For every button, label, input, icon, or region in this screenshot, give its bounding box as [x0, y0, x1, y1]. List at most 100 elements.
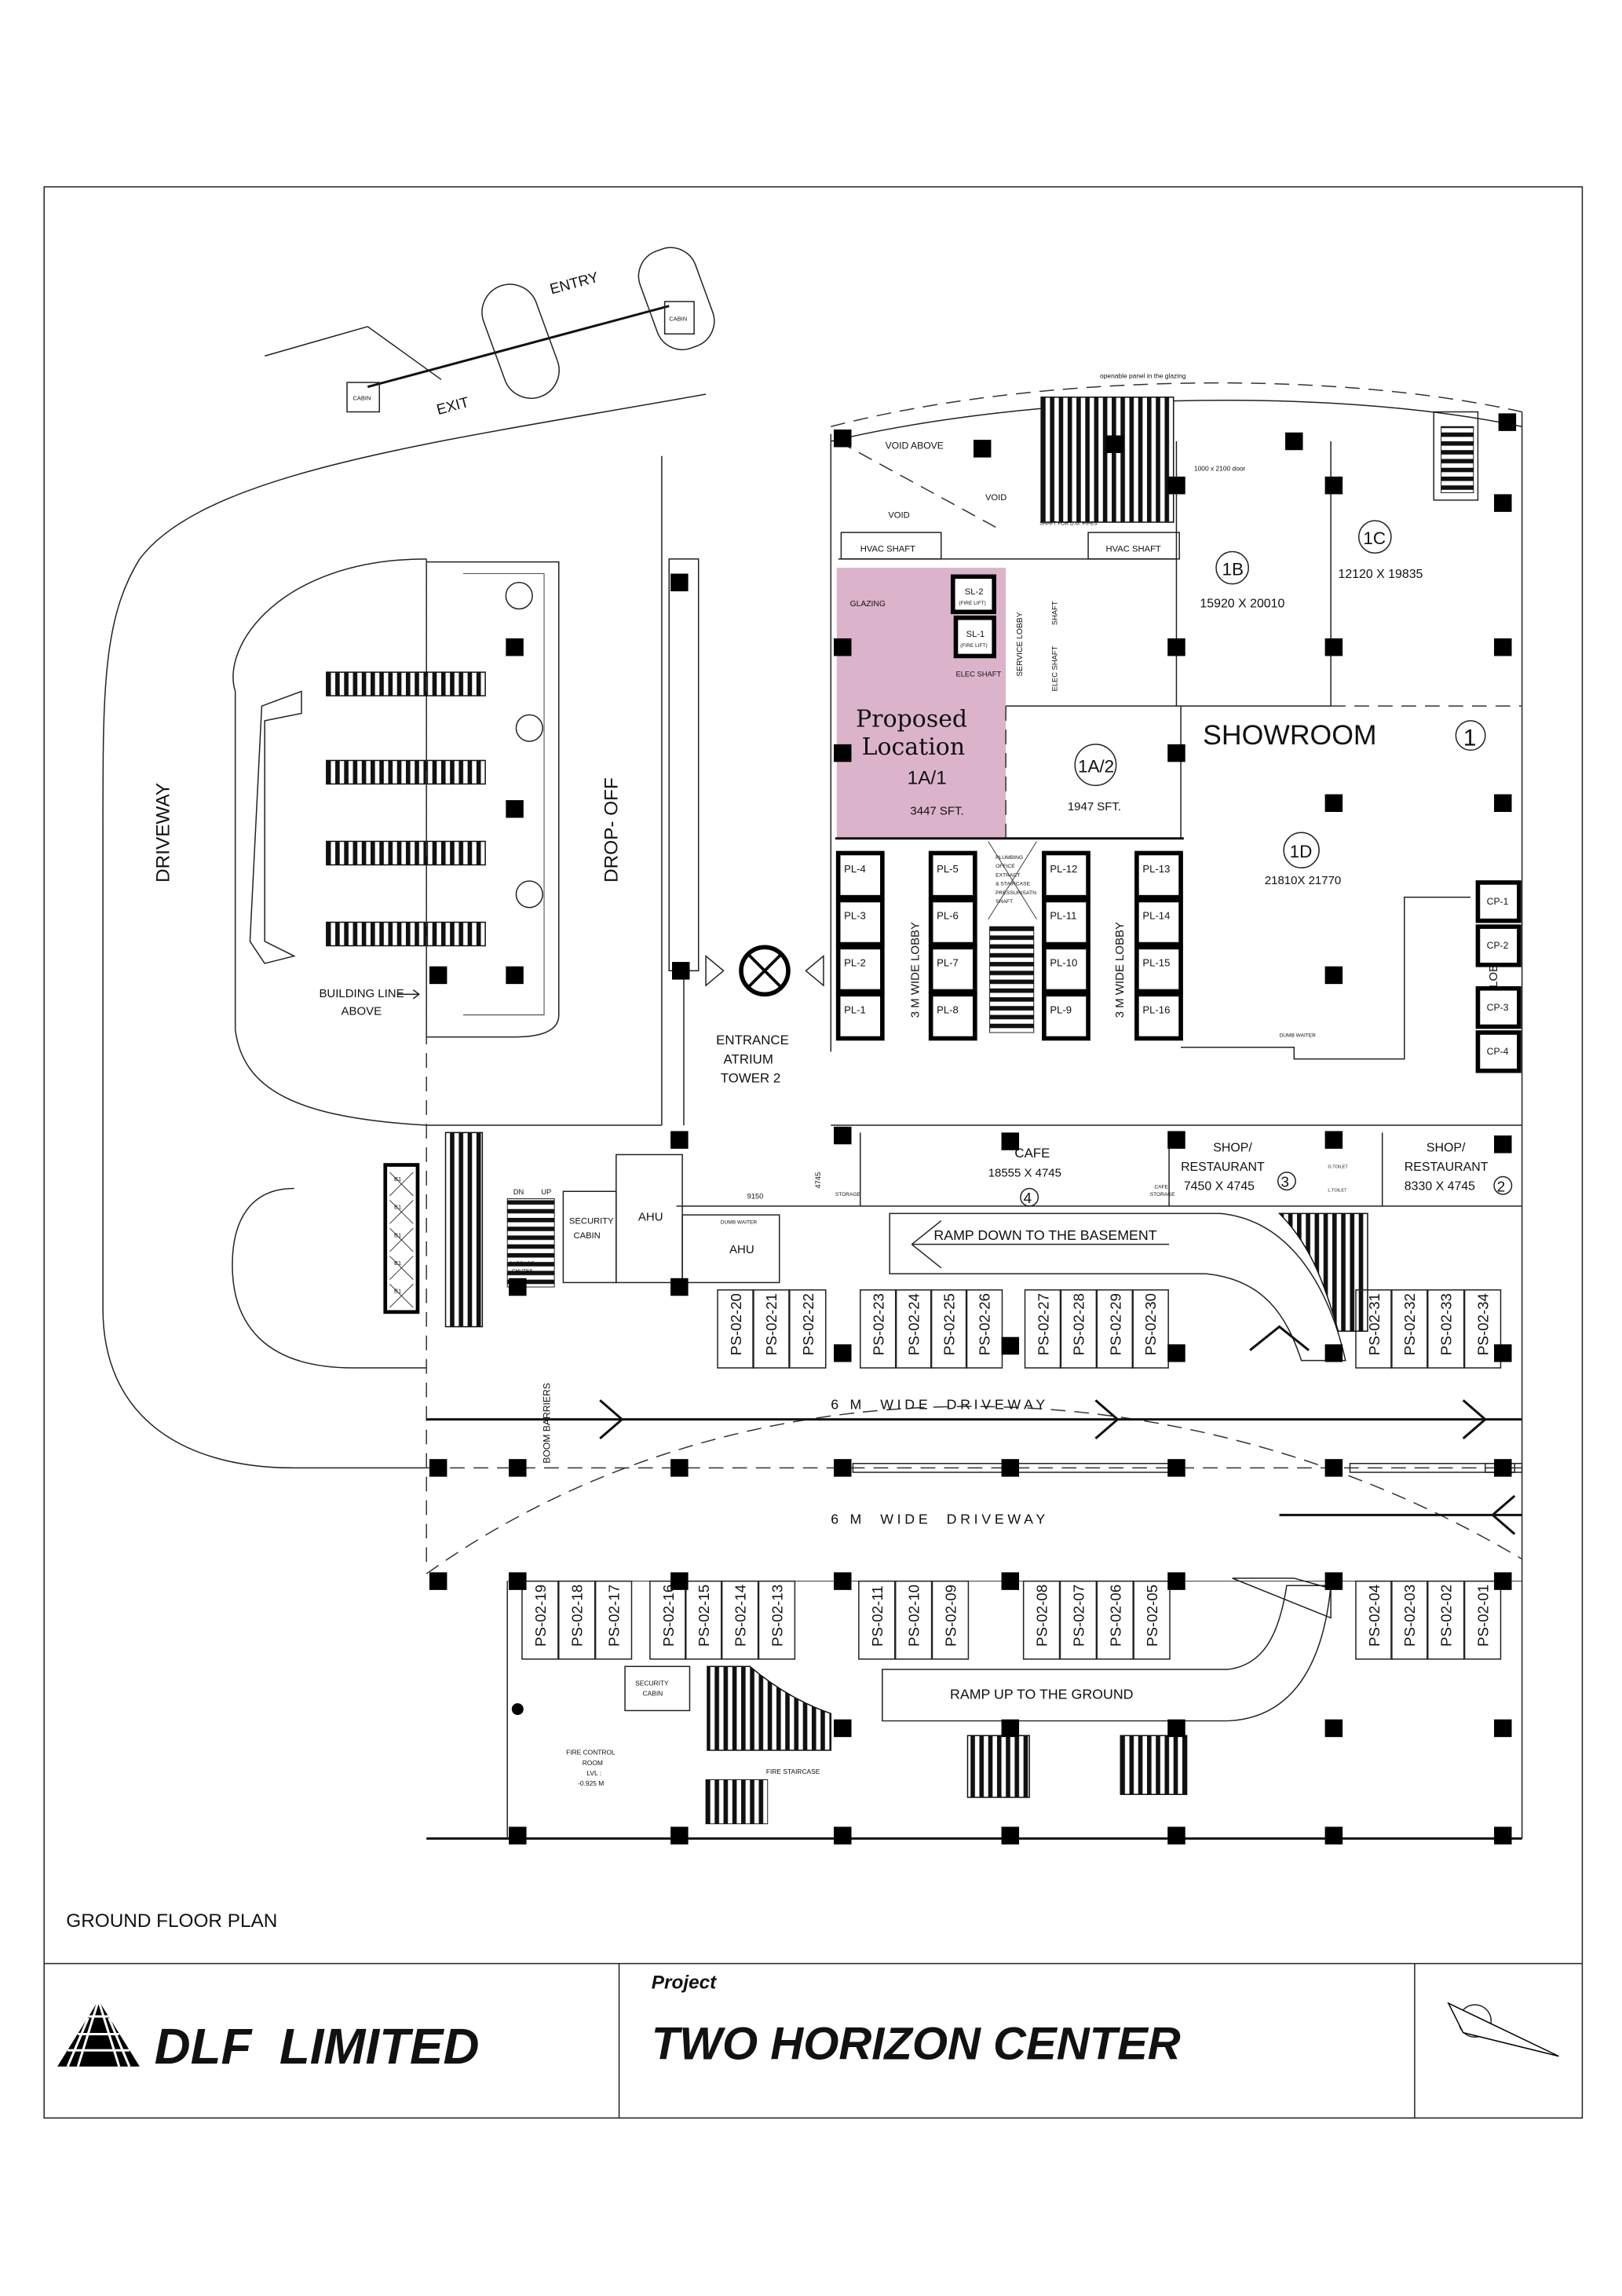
column: [1001, 1572, 1020, 1590]
parking-bay: [1059, 1580, 1098, 1660]
cabin-label: CABIN: [669, 315, 687, 322]
lift-sl1-label: SL-1: [966, 630, 985, 639]
cabin-label: CABIN: [353, 395, 371, 402]
parking-bay-label: PS-02-06: [1107, 1585, 1123, 1647]
column: [973, 440, 992, 458]
column: [670, 1826, 689, 1844]
retail-row: CAFE 18555 X 4745 4 SHOP/ RESTAURANT 745…: [835, 1132, 1513, 1207]
unit-1d: 1D 21810X 21770: [1181, 832, 1471, 1060]
parking-bay-label: PS-02-34: [1475, 1293, 1492, 1355]
lift-car: [1042, 992, 1090, 1041]
column: [1001, 1826, 1020, 1844]
parking-bay: [789, 1289, 827, 1369]
parking-bay-label: PS-02-01: [1475, 1585, 1492, 1647]
ahu-label: AHU: [729, 1243, 754, 1256]
parking-bay-label: PS-02-30: [1142, 1293, 1159, 1355]
column: [1494, 1135, 1512, 1153]
column: [1324, 794, 1343, 813]
void-above-label: VOID ABOVE: [886, 440, 944, 451]
unit-area: 1947 SFT.: [1068, 800, 1121, 813]
unit-id: 1A/1: [908, 767, 947, 788]
parking-bay: [752, 1289, 790, 1369]
storage-label: STORAGE: [835, 1192, 861, 1197]
parking-bay-label: PS-02-15: [696, 1585, 712, 1647]
column: [1001, 1459, 1020, 1477]
parking-bay: [1390, 1580, 1428, 1660]
column: [1167, 476, 1185, 495]
parking-bay: [1059, 1289, 1098, 1369]
lift-car: [1134, 898, 1183, 947]
security-cabin-label: SECURITY: [635, 1680, 669, 1687]
column: [1285, 432, 1303, 451]
lift-car: [928, 945, 977, 994]
lift-car: [1134, 945, 1183, 994]
ramp-down-label: RAMP DOWN TO THE BASEMENT: [933, 1227, 1156, 1243]
parking-bay-label: PS-02-28: [1070, 1293, 1087, 1355]
lift-car: [1134, 992, 1183, 1041]
lift-label: PL-8: [937, 1004, 959, 1016]
dlf-logo: [57, 2000, 140, 2067]
project-label: Project: [652, 1972, 717, 1993]
column: [1001, 1719, 1020, 1738]
column: [834, 1459, 852, 1477]
parking-bay-label: PS-02-26: [977, 1293, 993, 1355]
dimension-label: 9150: [747, 1193, 764, 1201]
parking-bay-label: PS-02-04: [1366, 1585, 1383, 1647]
lift-label: PL-10: [1050, 957, 1077, 969]
drop-off-bay: [326, 759, 486, 785]
column: [1494, 494, 1512, 512]
glazing-label: GLAZING: [850, 600, 886, 609]
parking-bay-label: PS-02-22: [800, 1293, 816, 1355]
building-outline: openable panel in the glazing: [426, 371, 1523, 1840]
fire-control-label: FIRE CONTROL: [566, 1749, 616, 1757]
entry-label: ENTRY: [548, 269, 601, 298]
unit-id: 1B: [1222, 559, 1244, 579]
fire-lift-note: (FIRE LIFT): [959, 601, 986, 606]
lift-label: PL-7: [937, 957, 959, 969]
parking-bay-label: PS-02-21: [763, 1293, 780, 1355]
parking-bay-label: PS-02-09: [942, 1585, 959, 1647]
site-driveway: DRIVEWAY DROP- OFF BUILDING LINE ABOVE: [102, 393, 707, 1567]
lower-services: SECURITY CABIN FIRE CONTROL ROOM LVL : -…: [511, 1665, 832, 1825]
column: [509, 1459, 527, 1477]
lift-label: PL-6: [937, 910, 959, 922]
lift-label: PL-15: [1142, 957, 1170, 969]
column: [1324, 1719, 1343, 1738]
shop-label: RESTAURANT: [1181, 1161, 1265, 1174]
cafe-label: CAFE: [1014, 1146, 1050, 1161]
cafe-number: 4: [1024, 1190, 1032, 1206]
lift-label: PL-11: [1050, 910, 1076, 922]
shop-size: 7450 X 4745: [1184, 1179, 1255, 1193]
lift-car: [1134, 850, 1183, 900]
parking-bay: [930, 1289, 968, 1369]
column: [509, 1572, 527, 1590]
column: [834, 430, 852, 448]
atrium-label: TOWER 2: [721, 1071, 780, 1086]
parking-bay-label: PS-02-20: [728, 1293, 744, 1355]
parking-bay-label: PS-02-08: [1034, 1585, 1050, 1647]
column: [1494, 794, 1512, 813]
column: [509, 1826, 527, 1844]
toilet-label: G.TOILET: [1328, 1164, 1348, 1169]
parking-bay: [1355, 1289, 1393, 1369]
parking-bay: [1427, 1289, 1465, 1369]
fire-control-label: -0.925 M: [578, 1779, 604, 1787]
ramp-up-label: RAMP UP TO THE GROUND: [950, 1686, 1134, 1702]
lift-label: PL-16: [1142, 1004, 1170, 1016]
lift-label: PL-1: [844, 1004, 866, 1016]
parking-bay: [931, 1580, 970, 1660]
fire-control-label: LVL :: [586, 1769, 601, 1777]
parking-bay: [521, 1580, 559, 1660]
plumbing-shaft-label: PRESSURISATN: [995, 890, 1036, 896]
lift-car: [1042, 898, 1090, 947]
shop-label: SHOP/: [1427, 1142, 1466, 1155]
column: [1324, 638, 1343, 656]
unit-size: 15920 X 20010: [1200, 598, 1284, 611]
driveway-label: 6 M WIDE DRIVEWAY: [831, 1396, 1049, 1412]
parking-bay-label: PS-02-03: [1401, 1585, 1418, 1647]
column: [1167, 1719, 1185, 1738]
unit-id: 1C: [1363, 528, 1386, 548]
service-lobby-label: SERVICE LOBBY: [1016, 612, 1025, 676]
plumbing-shaft-label: PLUMBING: [995, 855, 1023, 861]
